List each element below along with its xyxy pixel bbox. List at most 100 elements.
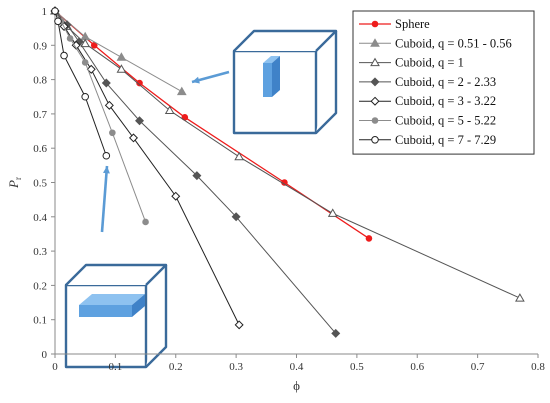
y-axis-label: Pr [6,177,23,189]
data-point [60,51,68,60]
data-point [54,17,62,26]
slab-front [79,305,132,317]
data-point [90,42,98,49]
x-tick-label: 0.7 [471,361,485,373]
legend-swatch-marker [370,57,380,67]
inset-arrow-lower [100,165,110,233]
data-point [331,328,341,338]
x-tick-label: 0.3 [229,361,243,373]
legend-item: Cuboid, q = 0.51 - 0.56 [359,36,512,50]
data-point [104,100,114,110]
data-point [192,171,202,181]
legend-label: Cuboid, q = 7 - 7.29 [395,133,496,147]
legend-item: Cuboid, q = 2 - 2.33 [359,75,496,89]
legend-swatch-marker [371,136,379,144]
y-tick-label: 0.8 [33,75,47,87]
axes: 0 0.1 0.2 0.3 0.4 0.5 0.6 0.7 0.8 0 0.1 0.2 0.3 0.4 0.… [6,6,545,393]
legend-swatch-marker [371,20,379,28]
y-axis-label-main: P [6,180,21,189]
data-point [135,116,145,126]
data-point [81,59,89,66]
data-point [136,79,143,87]
data-point [81,92,89,101]
cube-side-face [145,265,168,368]
data-point [101,78,111,88]
x-tick-label: 0.4 [290,361,304,373]
data-point [365,235,373,242]
data-point [515,293,525,302]
y-tick-label: 0.5 [33,178,47,190]
cube-top-face [233,29,338,52]
y-tick-label: 0.7 [33,109,47,121]
y-tick-label: 0 [42,349,48,361]
inset-cube-flat-block [64,263,168,369]
block-side [272,56,280,97]
data-point [164,105,175,114]
data-point [327,208,338,217]
series-2 [50,5,187,96]
legend-item: Sphere [359,17,430,31]
block-front [263,63,272,97]
series-line [54,10,337,334]
data-point [86,64,96,74]
block-top [263,56,280,63]
data-point [171,191,181,201]
series-6 [51,7,149,226]
data-point [142,218,149,226]
legend-box [352,10,535,155]
x-tick-label: 0.6 [410,361,424,373]
data-point [116,64,127,73]
legend-item: Cuboid, q = 3 - 3.22 [359,94,496,108]
data-point [80,38,91,48]
cube-side-face [315,31,338,134]
y-tick-label: 0.2 [33,280,47,292]
data-point [176,86,187,96]
arrow-head [192,76,200,84]
data-point [102,151,111,160]
x-tick-label: 0 [52,361,58,373]
series-7 [51,7,111,160]
data-point [234,151,245,161]
legend-swatch-marker [370,77,380,87]
x-tick-label: 0.5 [350,361,364,373]
legend-label: Cuboid, q = 2 - 2.33 [395,75,496,89]
data-point [281,179,288,186]
arrow-shaft [100,165,109,233]
legend-swatch-marker [370,96,380,106]
slab-side [132,294,145,317]
inset-cube-tall-block [232,29,338,135]
y-tick-label: 0.6 [33,143,47,155]
series-line [54,10,240,326]
data-point [128,133,138,143]
data-point [181,114,189,121]
y-tick-label: 0.3 [33,246,47,258]
x-tick-label: 0.1 [109,361,123,373]
x-axis-label: ϕ [293,378,300,393]
inset-arrow-upper [191,70,230,84]
legend-label: Cuboid, q = 0.51 - 0.56 [395,36,512,50]
slab-top [79,294,145,305]
data-point [116,52,127,61]
y-tick-label: 0.4 [33,212,47,224]
data-point [231,212,241,222]
x-tick-label: 0.2 [169,361,183,373]
legend-item: Cuboid, q = 5 - 5.22 [359,114,496,128]
legend-item: Cuboid, q = 1 [359,56,464,70]
series-line [54,10,147,223]
y-tick-label: 0.9 [33,40,47,52]
legend-label: Cuboid, q = 1 [395,56,464,70]
legend-label: Sphere [395,17,430,31]
y-axis-label-sub: r [13,177,23,180]
y-tick-label: 0.1 [33,315,47,327]
legend-swatch-marker [371,117,379,124]
data-point [234,320,244,330]
legend-label: Cuboid, q = 5 - 5.22 [395,114,496,128]
inset-illustrations [64,29,338,369]
series-line [54,10,183,93]
data-point [51,7,59,15]
arrow-head [102,166,110,174]
plot-area [50,5,525,338]
legend-item: Cuboid, q = 7 - 7.29 [359,133,496,147]
